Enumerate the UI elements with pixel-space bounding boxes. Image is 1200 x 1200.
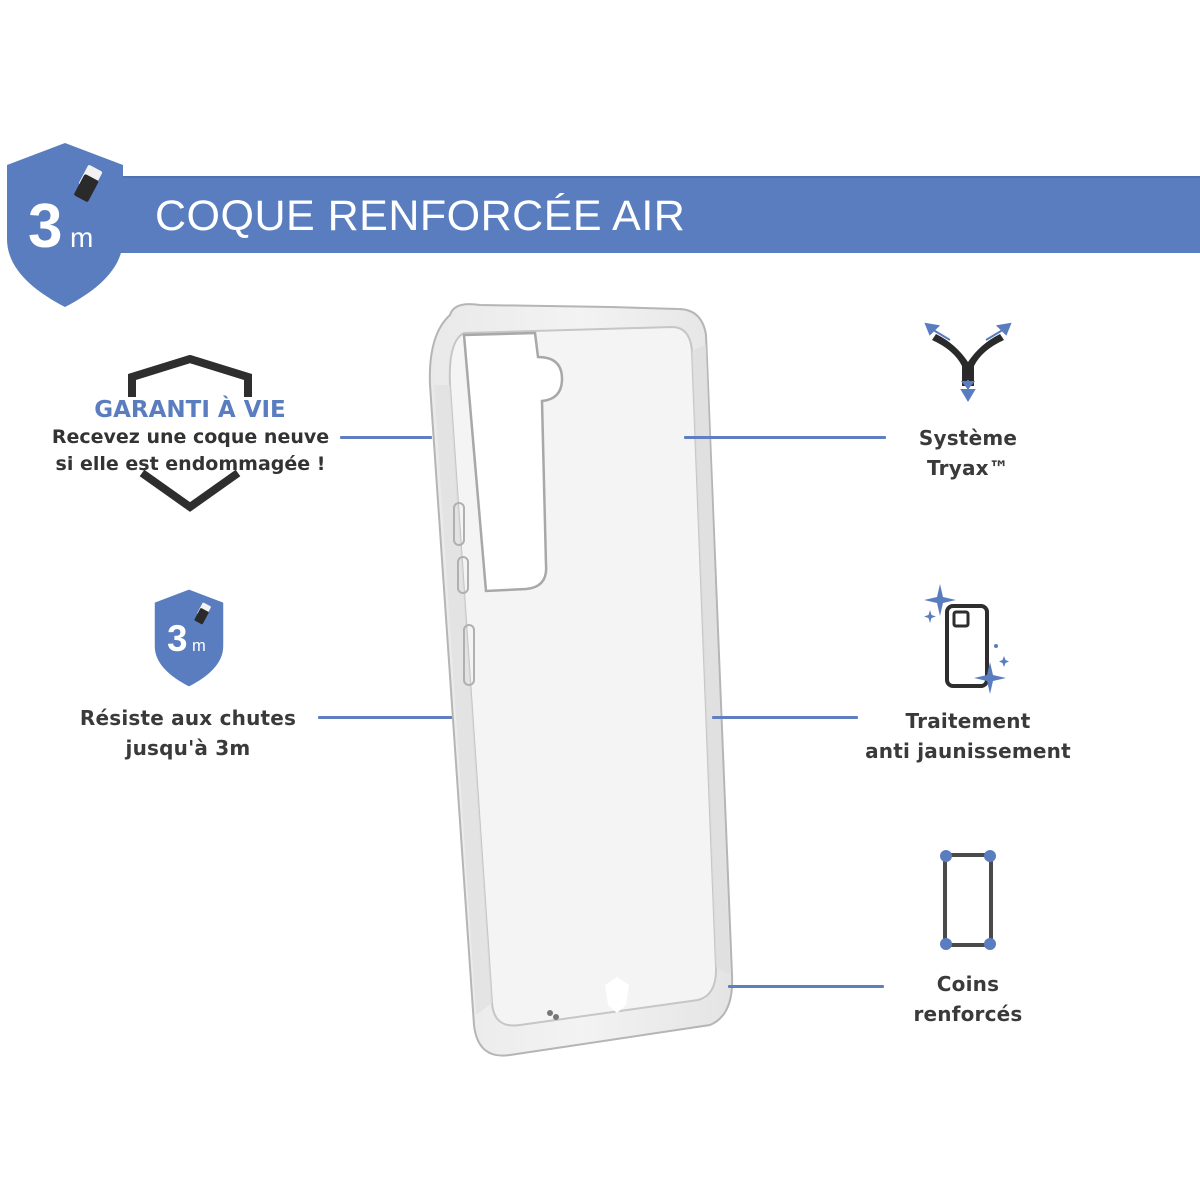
svg-text:3: 3 <box>28 192 62 261</box>
anti-yellowing-label: Traitement anti jaunissement <box>865 709 1071 763</box>
connector-line-drop <box>318 716 462 719</box>
connector-line-corners <box>728 985 884 988</box>
drop-3m-shield-badge: 3 m <box>4 141 126 309</box>
svg-text:3: 3 <box>167 618 187 659</box>
guarantee-title: GARANTI À VIE <box>94 397 286 423</box>
guarantee-description: Recevez une coque neuve si elle est endo… <box>51 426 330 475</box>
connector-line-anti-yellowing <box>712 716 858 719</box>
reinforced-corners-icon <box>938 848 998 952</box>
tryax-label: Système Tryax™ <box>918 426 1018 480</box>
reinforced-corners-label: Coins renforcés <box>913 972 1023 1026</box>
drop-resistance-label: Résiste aux chutes jusqu'à 3m <box>79 706 297 760</box>
drop-shield-small: 3 m <box>153 588 225 688</box>
shield-3m-icon: 3 m <box>154 589 224 687</box>
connector-line-tryax <box>684 436 886 439</box>
page-title: COQUE RENFORCÉE AIR <box>155 192 686 240</box>
svg-text:m: m <box>192 636 206 655</box>
sparkle-phone-icon <box>920 580 1015 700</box>
guarantee-shield-icon <box>120 354 260 520</box>
shield-3m-icon: 3 m <box>7 143 123 307</box>
tryax-arrows-icon <box>922 320 1014 402</box>
clear-phone-case-image <box>420 295 740 1065</box>
connector-line-guarantee <box>340 436 432 439</box>
svg-text:m: m <box>70 222 93 253</box>
title-banner <box>118 176 1200 253</box>
